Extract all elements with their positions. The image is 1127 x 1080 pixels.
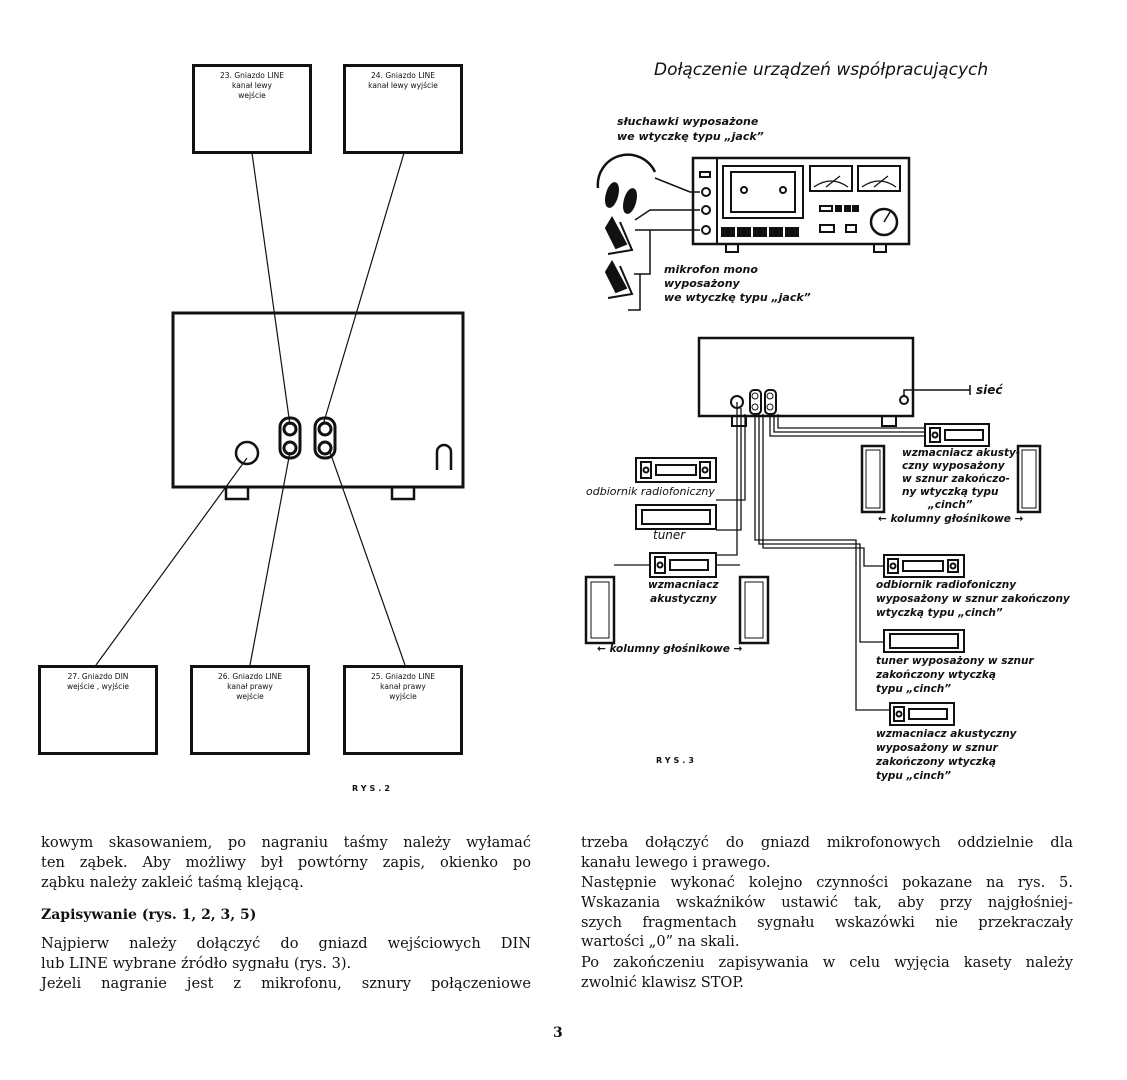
mains-label: sieć <box>976 383 1003 397</box>
text-line: kowym skasowaniem, po nagraniu taśmy nal… <box>41 834 531 851</box>
socket-26-line-3: wejście <box>236 692 264 701</box>
amp-top-label-line-2: czny wyposażony <box>902 460 1005 472</box>
radio-right-label-line-1: odbiornik radiofoniczny <box>876 579 1017 591</box>
socket-23-line-1: 23. Gniazdo LINE <box>220 71 284 80</box>
tuner-right-label-line-1: tuner wyposażony w sznur <box>876 655 1034 667</box>
headphones-label-line-1: słuchawki wyposażone <box>617 115 759 128</box>
left-paragraph-1: kowym skasowaniem, po nagraniu taśmy nal… <box>41 833 531 892</box>
microphone-icon <box>604 209 700 311</box>
socket-25-line-2: kanał prawy <box>380 682 426 691</box>
socket-24-line-2: kanał lewy wyjście <box>368 81 438 90</box>
socket-25-box: 25. Gniazdo LINE kanał prawy wyjście <box>343 665 463 755</box>
devices-right-column <box>860 423 1042 726</box>
text-line: ten ząbek. Aby możliwy był powtórny zapi… <box>41 853 531 871</box>
socket-24-box: 24. Gniazdo LINE kanał lewy wyjście <box>343 64 463 154</box>
tuner-right-label-line-2: zakończony wtyczką <box>876 669 996 681</box>
radio-left-label: odbiornik radiofoniczny <box>586 485 715 498</box>
radio-right-label-line-3: wtyczką typu „cinch” <box>876 607 1003 619</box>
microphone-label: mikrofon mono wyposażony we wtyczkę typu… <box>664 263 811 305</box>
text-line: Następnie wykonać kolejno czynności poka… <box>581 874 1073 891</box>
text-line: szych fragmentach sygnału wskazówki nie … <box>581 913 1073 931</box>
socket-26-box: 26. Gniazdo LINE kanał prawy wejście <box>190 665 310 755</box>
socket-23-line-3: wejście <box>238 91 266 100</box>
socket-24-line-1: 24. Gniazdo LINE <box>371 71 435 80</box>
amp-top-label-line-3: w sznur zakończo- <box>902 473 1010 485</box>
radio-right-label-line-2: wyposażony w sznur zakończony <box>876 593 1070 605</box>
section-heading: Zapisywanie (rys. 1, 2, 3, 5) <box>41 907 257 923</box>
amp-right-label-line-1: wzmacniacz akustyczny <box>876 728 1017 740</box>
amp-right-label: wzmacniacz akustyczny wyposażony w sznur… <box>876 727 1017 783</box>
text-line: kanału lewego i prawego. <box>581 853 771 871</box>
connection-cables <box>716 402 925 711</box>
socket-23-line-2: kanał lewy <box>232 81 272 90</box>
page-number: 3 <box>553 1025 563 1041</box>
amp-right-label-line-3: zakończony wtyczką <box>876 756 996 768</box>
headphones-label: słuchawki wyposażone we wtyczkę typu „ja… <box>617 114 764 144</box>
tuner-right-label: tuner wyposażony w sznur zakończony wtyc… <box>876 654 1034 696</box>
amp-right-label-line-4: typu „cinch” <box>876 770 952 782</box>
deck-rear-panel <box>171 311 465 501</box>
amp-top-label-line-1: wzmacniacz akusty- <box>902 447 1021 459</box>
deck-front-illustration <box>691 156 911 253</box>
right-paragraph-3: Po zakończeniu zapisywania w celu wyjęci… <box>581 953 1073 993</box>
amp-left-label-line-2: akustyczny <box>650 593 717 605</box>
left-paragraph-2: Najpierw należy dołączyć do gniazd wejśc… <box>41 934 531 993</box>
headphones-icon <box>596 153 700 214</box>
figure-3-title: Dołączenie urządzeń współpracujących <box>654 60 989 80</box>
text-line: Jeżeli nagranie jest z mikrofonu, sznury… <box>41 974 531 992</box>
socket-26-line-1: 26. Gniazdo LINE <box>218 672 282 681</box>
deck-top-view <box>697 336 971 427</box>
speakers-top-label: ← kolumny głośnikowe → <box>878 513 1024 525</box>
figure-2-caption: RYS.2 <box>352 784 393 793</box>
radio-right-label: odbiornik radiofoniczny wyposażony w szn… <box>876 578 1070 620</box>
socket-27-line-2: wejście , wyjście <box>66 682 130 691</box>
socket-23-box: 23. Gniazdo LINE kanał lewy wejście <box>192 64 312 154</box>
tuner-right-label-line-3: typu „cinch” <box>876 683 952 695</box>
amp-right-label-line-2: wyposażony w sznur <box>876 742 998 754</box>
socket-leader-lines <box>95 152 406 666</box>
socket-27-line-1: 27. Gniazdo DIN <box>67 672 129 681</box>
socket-25-line-1: 25. Gniazdo LINE <box>371 672 435 681</box>
right-paragraph-2: Następnie wykonać kolejno czynności poka… <box>581 873 1073 952</box>
socket-25-line-3: wyjście <box>389 692 417 701</box>
text-line: ząbku należy zakleić taśmą klejącą. <box>41 873 304 891</box>
text-line: zwolnić klawisz STOP. <box>581 973 744 991</box>
tuner-left-label: tuner <box>653 528 686 542</box>
text-line: Po zakończeniu zapisywania w celu wyjęci… <box>581 954 1073 971</box>
amp-top-label-line-5: „cinch” <box>928 499 973 511</box>
amp-top-label: wzmacniacz akusty- czny wyposażony w szn… <box>902 447 1020 512</box>
text-line: Wskazania wskaźników ustawić tak, aby pr… <box>581 893 1073 911</box>
speakers-left-label: ← kolumny głośnikowe → <box>597 643 743 655</box>
text-line: wartości „0” na skali. <box>581 933 740 951</box>
devices-left-column <box>584 457 770 645</box>
amp-left-label-line-1: wzmacniacz <box>648 579 719 591</box>
microphone-label-line-1: mikrofon mono <box>664 263 758 276</box>
text-line: Najpierw należy dołączyć do gniazd wejśc… <box>41 935 531 952</box>
right-paragraph-1: trzeba dołączyć do gniazd mikrofonowych … <box>581 833 1073 873</box>
microphone-label-line-2: wyposażony <box>664 277 740 290</box>
socket-26-line-2: kanał prawy <box>227 682 273 691</box>
amp-top-label-line-4: ny wtyczką typu <box>902 486 999 498</box>
headphones-label-line-2: we wtyczkę typu „jack” <box>617 130 764 143</box>
figure-3-caption: RYS.3 <box>656 756 697 765</box>
text-line: trzeba dołączyć do gniazd mikrofonowych … <box>581 834 1073 851</box>
microphone-label-line-3: we wtyczkę typu „jack” <box>664 291 811 304</box>
socket-27-box: 27. Gniazdo DIN wejście , wyjście <box>38 665 158 755</box>
text-line: lub LINE wybrane źródło sygnału (rys. 3)… <box>41 954 352 972</box>
amp-left-label: wzmacniacz akustyczny <box>648 578 719 606</box>
